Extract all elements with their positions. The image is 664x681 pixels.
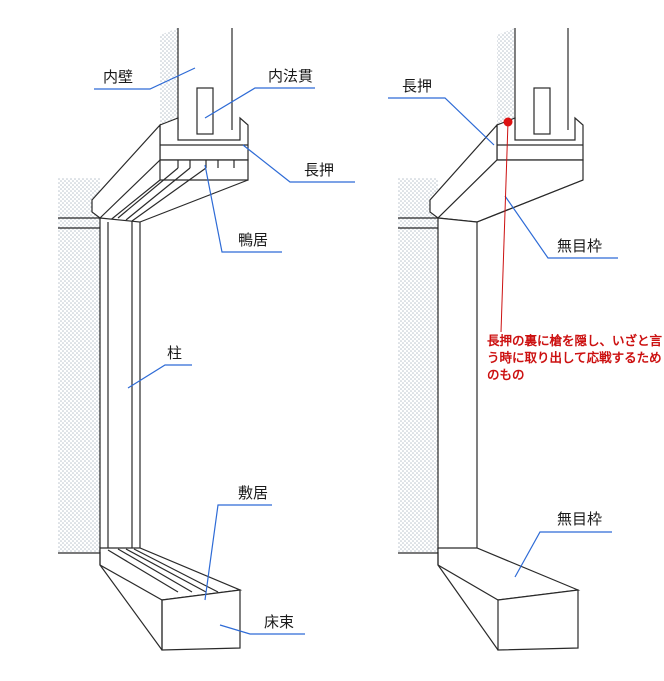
leader-nageshi-left xyxy=(242,144,355,183)
right-inner-wall-left xyxy=(398,178,438,553)
spear-pointer xyxy=(500,117,513,333)
label-nageshi-right: 長押 xyxy=(402,77,433,95)
right-inner-wall-upper xyxy=(497,28,515,140)
label-inner-wall: 内壁 xyxy=(103,68,134,86)
label-inner-nuki: 内法貫 xyxy=(268,67,314,85)
label-mumewaku-bottom: 無目枠 xyxy=(557,510,603,528)
leader-inner-nuki xyxy=(204,87,315,119)
label-kamoi: 鴨居 xyxy=(238,231,269,249)
inner-wall-upper xyxy=(160,28,178,140)
spear-annotation: 長押の裏に槍を隠し、いざと言う時に取り出して応戦するためのもの xyxy=(487,333,663,382)
pillar xyxy=(99,217,141,553)
inner-wall-left xyxy=(58,178,100,553)
label-floor-beam: 床束 xyxy=(264,613,295,631)
left-diagram xyxy=(58,28,249,651)
leader-pillar xyxy=(127,364,192,389)
leader-lines xyxy=(94,67,618,635)
spear-pointer-dot xyxy=(503,117,513,127)
label-mumewaku-top: 無目枠 xyxy=(557,237,603,255)
leader-inner-wall xyxy=(94,67,196,90)
label-nageshi-left: 長押 xyxy=(304,161,335,179)
leader-mumewaku-bottom xyxy=(514,531,612,578)
label-shikii: 敷居 xyxy=(238,484,269,502)
leader-kamoi xyxy=(204,164,282,253)
label-pillar: 柱 xyxy=(167,344,183,362)
leader-floor-beam xyxy=(219,624,305,635)
leader-shikii xyxy=(204,504,272,601)
right-diagram xyxy=(398,28,584,651)
leader-mumewaku-top xyxy=(504,195,618,259)
leader-nageshi-right xyxy=(388,97,495,146)
floor-beam xyxy=(161,589,241,651)
